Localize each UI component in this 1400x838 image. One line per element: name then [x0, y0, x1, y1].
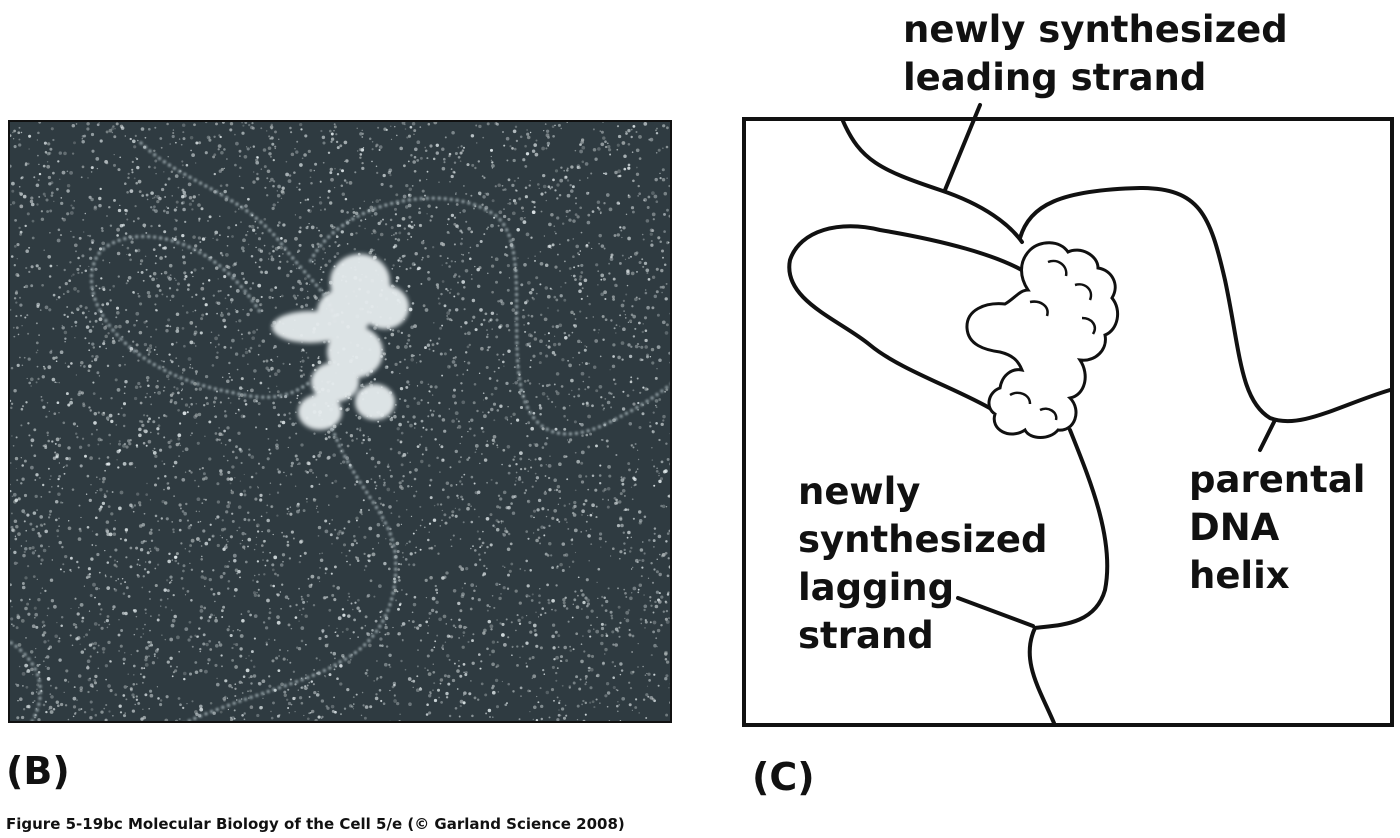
diagram-frame [742, 117, 1394, 727]
protein-complex [965, 241, 1120, 439]
lagging-strand-lower [1027, 428, 1110, 725]
electron-micrograph [8, 120, 672, 723]
leader-parental [1258, 418, 1277, 452]
parental-helix-label: parental DNA helix [1189, 458, 1366, 597]
lagging-strand-loop [787, 224, 1032, 412]
leading-strand-label: newly synthesized leading strand [903, 8, 1288, 99]
leader-leading [943, 103, 982, 192]
lagging-strand-label: newly synthesized lagging strand [798, 470, 1048, 657]
parental-strand-top [1018, 186, 1392, 424]
leader-lagging [956, 596, 1035, 628]
panel-c-label: (C) [752, 755, 815, 799]
panel-b-label: (B) [6, 749, 70, 793]
figure-caption: Figure 5-19bc Molecular Biology of the C… [6, 815, 625, 833]
leading-strand-line [841, 119, 1024, 244]
